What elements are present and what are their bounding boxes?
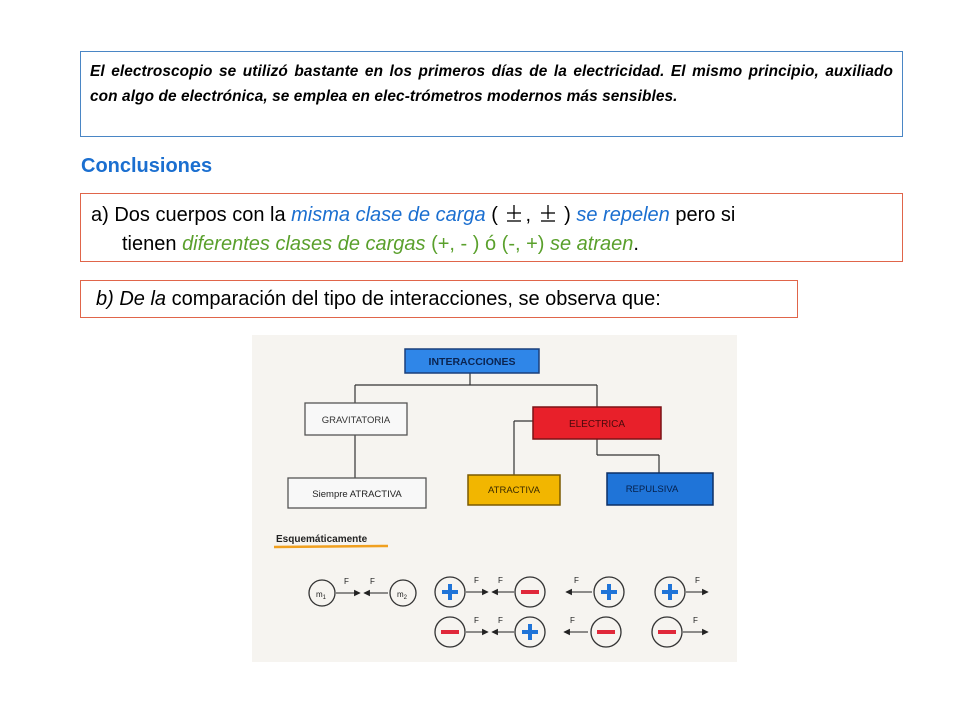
gravitational-result-node [287, 477, 427, 509]
intro-text: El electroscopio se utilizó bastante en … [90, 63, 893, 105]
gravitational-node-label: GRAVITATORIA [322, 415, 391, 426]
conclusion-b-text: comparación del tipo de interacciones, s… [171, 288, 661, 310]
charge-plus [654, 576, 686, 608]
conclusion-a-line2: tienen diferentes clases de cargas (+, -… [91, 230, 902, 259]
conclusion-a-text-3: tienen [122, 233, 177, 255]
gravitational-result-label: Siempre ATRACTIVA [312, 489, 402, 500]
conclusion-a-comma: , [525, 204, 532, 226]
charge-minus [514, 576, 546, 608]
conclusion-a-marker: a) [91, 204, 109, 226]
force-vector-label: F [498, 576, 503, 585]
repulsive-node-label: REPULSIVA [626, 484, 679, 495]
mass-2-label: m2 [397, 590, 408, 601]
schematic-underline [273, 544, 389, 549]
charge-minus [651, 616, 683, 648]
gravitational-node [304, 402, 408, 436]
conclusion-a-box: a) Dos cuerpos con la misma clase de car… [80, 193, 903, 262]
plus-icon [662, 584, 678, 600]
attractive-node [467, 474, 561, 506]
plus-sign-icon [539, 203, 557, 225]
plus-icon [601, 584, 617, 600]
conclusion-a-attract: se atraen [550, 233, 634, 255]
root-node-label: INTERACCIONES [429, 356, 516, 368]
charge-plus [514, 616, 546, 648]
attractive-node-label: ATRACTIVA [488, 485, 541, 496]
charge-minus [590, 616, 622, 648]
conclusion-a-line1: a) Dos cuerpos con la misma clase de car… [91, 201, 902, 230]
force-vector-label: F [574, 576, 579, 585]
charge-plus [434, 576, 466, 608]
force-vector-label: F [695, 576, 700, 585]
conclusion-a-open-paren: ( [491, 204, 498, 226]
plus-icon [522, 624, 538, 640]
conclusion-a-different-charges: diferentes clases de cargas [182, 233, 426, 255]
intro-box: El electroscopio se utilizó bastante en … [80, 51, 903, 137]
force-vector-label: F [570, 616, 575, 625]
charges-row-1: F F F F [434, 576, 709, 608]
force-vector-label: F [693, 616, 698, 625]
repulsive-node [606, 472, 714, 506]
electric-node [532, 406, 662, 440]
conclusion-a-charge-pairs: (+, - ) ó (-, +) [431, 233, 545, 255]
section-heading: Conclusiones [81, 155, 213, 177]
conclusion-a-period: . [633, 233, 639, 255]
plus-icon [442, 584, 458, 600]
plus-sign-icon [505, 203, 523, 225]
conclusion-b-box: b) De la comparación del tipo de interac… [80, 280, 798, 318]
force-vector-label: F [498, 616, 503, 625]
conclusion-a-text-2: pero si [675, 204, 736, 226]
charges-row-2: F F F F [434, 616, 709, 648]
mass-interaction: m1 m2 F F [308, 577, 417, 607]
root-node [404, 348, 540, 374]
charge-minus [434, 616, 466, 648]
mass-1-label: m1 [316, 590, 327, 601]
force-label-2: F [370, 577, 375, 586]
mass-2 [389, 579, 417, 607]
force-label-1: F [344, 577, 349, 586]
schematic-label: Esquemáticamente [276, 534, 368, 545]
conclusion-b-lead: b) De la [96, 288, 167, 310]
force-vector-label: F [474, 616, 479, 625]
interactions-diagram: INTERACCIONES GRAVITATORIA Siempre ATRAC… [252, 335, 737, 662]
charge-plus [593, 576, 625, 608]
mass-1 [308, 579, 336, 607]
electric-node-label: ELECTRICA [569, 419, 625, 430]
force-vector-label: F [474, 576, 479, 585]
conclusion-a-text-1: Dos cuerpos con la [114, 204, 286, 226]
conclusion-a-same-charge: misma clase de carga [291, 204, 486, 226]
conclusion-a-repel: se repelen [576, 204, 670, 226]
conclusion-a-close-paren: ) [564, 204, 571, 226]
